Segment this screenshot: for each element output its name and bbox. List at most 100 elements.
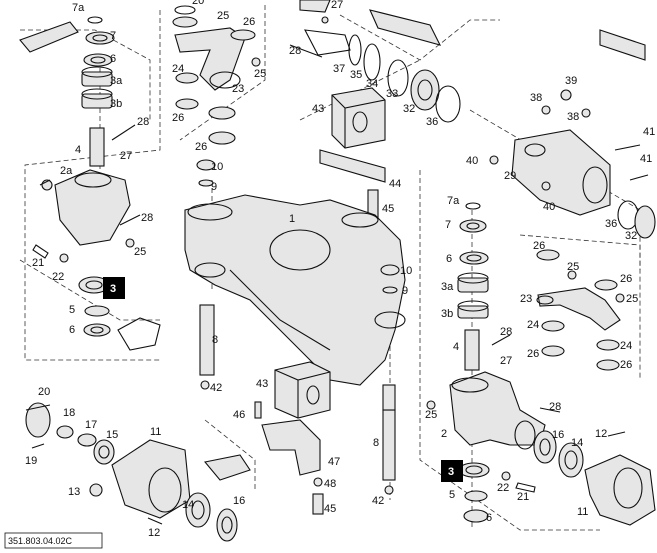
callout-32-top: 32	[403, 103, 415, 115]
reference-box	[4, 532, 103, 549]
ring-24-right2	[596, 339, 620, 351]
seal-16-right	[533, 430, 557, 464]
callout-25-mid: 25	[134, 246, 146, 258]
lower-bearing-stack-left	[32, 214, 161, 351]
yoke-37	[304, 29, 351, 56]
shaft-stub	[382, 384, 396, 411]
nipple-25-right	[426, 400, 436, 410]
callout-48: 48	[324, 478, 336, 490]
nut-10-top	[196, 159, 216, 171]
callout-28-top: 28	[289, 45, 301, 57]
axle-housing	[184, 194, 406, 386]
callout-25-top: 25	[217, 10, 229, 22]
callout-28-right: 28	[500, 326, 512, 338]
callout-44: 44	[389, 178, 401, 190]
seal-6-right	[463, 509, 489, 523]
bush-20-top	[172, 16, 198, 28]
differential-housing-29	[511, 129, 611, 216]
callout-3b-right: 3b	[441, 308, 453, 320]
ring-26-right4	[596, 359, 620, 371]
ring-6-right	[459, 251, 489, 265]
bearing-14-left	[185, 492, 211, 528]
callout-6-left: 6	[110, 53, 116, 65]
fitting-13	[89, 483, 103, 497]
ring-5-right	[464, 490, 488, 502]
bearing-3a-left	[81, 71, 113, 87]
kingpin-4-left	[89, 127, 105, 167]
callout-41-a: 41	[643, 126, 655, 138]
callout-1: 1	[289, 213, 295, 225]
callout-28-right2: 28	[549, 401, 561, 413]
drive-unit-29	[489, 29, 656, 239]
callout-5-right: 5	[449, 489, 455, 501]
callout-21-left: 21	[32, 257, 44, 269]
bolt-40-a	[489, 155, 499, 165]
bracket-44	[319, 149, 386, 221]
seal-7-right	[459, 219, 487, 233]
callout-45-bottom: 45	[324, 503, 336, 515]
callout-40-b: 40	[543, 201, 555, 213]
pin-28-top	[289, 44, 323, 58]
callout-19: 19	[25, 455, 37, 467]
cap-20-left	[25, 402, 51, 438]
callout-23-top: 23	[232, 83, 244, 95]
callout-11-left: 11	[150, 426, 161, 438]
callout-18: 18	[63, 407, 75, 419]
seal-36-top	[435, 85, 461, 123]
ring-6-left	[83, 53, 113, 67]
mount-bracket-44	[319, 149, 386, 183]
bearing-32-top	[410, 69, 440, 111]
steering-knuckle-2	[449, 371, 546, 446]
washer-26-top	[230, 29, 256, 41]
washer-17	[77, 433, 97, 447]
driveshaft-top-right	[599, 29, 646, 61]
seal-16-left	[216, 508, 238, 542]
callout-21-right: 21	[517, 491, 529, 503]
washer-22-right	[501, 471, 511, 481]
nut-18	[56, 425, 74, 439]
ring-24-top2	[208, 106, 236, 120]
callout-26-top3: 26	[195, 141, 207, 153]
nipple-25-left	[125, 238, 135, 248]
callout-27-right: 27	[500, 355, 512, 367]
callout-3b-left: 3b	[110, 98, 122, 110]
kingpin-8-bottom	[382, 409, 396, 481]
reference-code: 351.803.04.02C	[8, 536, 73, 546]
wheel-hub-11-right	[584, 454, 656, 526]
callout-8-bottom: 8	[373, 437, 379, 449]
callout-3-right: 3	[448, 466, 454, 478]
callout-28-left: 28	[137, 116, 149, 128]
callout-46: 46	[233, 409, 245, 421]
callout-25-right2: 25	[626, 293, 638, 305]
callout-7-right: 7	[445, 219, 451, 231]
callout-9-mid: 9	[402, 285, 408, 297]
hub-assembly-right	[458, 430, 656, 526]
callout-36-right: 36	[605, 218, 617, 230]
bracket-47	[261, 419, 321, 476]
callout-26-top2: 26	[172, 112, 184, 124]
kingpin-8-mid	[199, 304, 215, 376]
nipple-25-right2	[567, 270, 577, 280]
callout-22-left: 22	[52, 271, 64, 283]
ring-33	[387, 59, 409, 97]
washer-9-top	[198, 179, 214, 187]
callout-17: 17	[85, 419, 97, 431]
bearing-14-right	[558, 442, 584, 478]
callout-34: 34	[366, 78, 378, 90]
callout-11-right: 11	[577, 506, 588, 518]
bolt-21-right	[515, 482, 536, 493]
cover-lower	[203, 454, 251, 481]
callout-39: 39	[565, 75, 577, 87]
callout-35: 35	[350, 69, 362, 81]
fitting-42-mid	[200, 380, 210, 390]
washer-48	[313, 477, 323, 487]
callout-43-top: 43	[312, 103, 324, 115]
callout-42-mid: 42	[210, 382, 222, 394]
fitting-42-bottom	[384, 485, 394, 495]
callout-4-left: 4	[75, 144, 81, 156]
bracket-top	[299, 0, 331, 13]
shaft-upper	[369, 9, 442, 46]
callout-28-mid: 28	[141, 212, 153, 224]
callout-43-mid: 43	[256, 378, 268, 390]
seal-7-left	[85, 31, 115, 45]
